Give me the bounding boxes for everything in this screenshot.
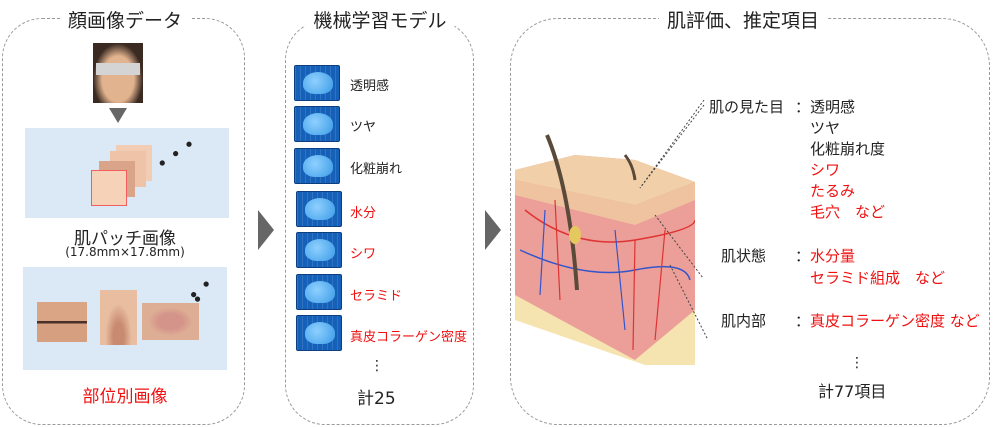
- appearance-colon: ：: [795, 98, 811, 116]
- skin-patch-box: • • •: [25, 128, 229, 218]
- leader-lines: [639, 100, 709, 341]
- model-total: 計25: [357, 389, 396, 409]
- appearance-item: 毛穴 など: [810, 203, 886, 221]
- patch-size: (17.8mm×17.8mm): [65, 245, 185, 259]
- model-label: 透明感: [350, 79, 390, 94]
- more-dots: • • •: [152, 133, 201, 176]
- skin-patch: [91, 170, 127, 206]
- appearance-item: シワ: [810, 161, 841, 179]
- skin-cross-section-illustration: [515, 134, 695, 365]
- eye-image: [37, 302, 87, 342]
- ml-model-title: 機械学習モデル: [305, 6, 455, 33]
- interior-label: 肌内部: [721, 312, 767, 330]
- condition-item: セラミド組成 など: [810, 269, 946, 287]
- brain-icon: [294, 148, 340, 184]
- right-arrow-icon: [258, 210, 274, 250]
- region-image-box: • • •: [23, 267, 227, 370]
- appearance-item: 化粧崩れ度: [810, 140, 886, 158]
- model-label: 真皮コラーゲン密度: [350, 330, 468, 345]
- right-arrow-icon: [485, 210, 501, 250]
- eye-mask: [96, 63, 140, 75]
- face-photo: [93, 43, 143, 103]
- evaluation-total: 計77項目: [818, 382, 887, 401]
- appearance-label: 肌の見た目: [709, 98, 785, 116]
- condition-label: 肌状態: [721, 247, 767, 265]
- interior-colon: ：: [795, 312, 811, 330]
- down-arrow-icon: [109, 108, 127, 123]
- region-label: 部位別画像: [82, 387, 168, 407]
- condition-colon: ：: [795, 247, 811, 265]
- model-label: 化粧崩れ: [350, 162, 403, 177]
- appearance-item: たるみ: [810, 182, 856, 200]
- brain-icon: [294, 106, 340, 142]
- appearance-item: 透明感: [810, 98, 856, 116]
- model-label: シワ: [350, 247, 377, 262]
- model-ellipsis: ⋮: [370, 358, 384, 374]
- model-label: セラミド: [350, 289, 403, 304]
- lips-image: [142, 303, 199, 340]
- skin-evaluation-title: 肌評価、推定項目: [658, 6, 828, 33]
- evaluation-ellipsis: ⋮: [850, 355, 864, 371]
- brain-icon: [296, 191, 342, 227]
- condition-item: 水分量: [810, 247, 856, 265]
- brain-icon: [296, 315, 342, 351]
- model-label: ツヤ: [350, 120, 377, 135]
- nose-image: [100, 290, 137, 345]
- brain-icon: [296, 232, 342, 268]
- more-dots: • • •: [183, 273, 218, 312]
- brain-icon: [296, 274, 342, 310]
- appearance-item: ツヤ: [810, 119, 841, 137]
- interior-item: 真皮コラーゲン密度 など: [810, 312, 980, 330]
- patch-label: 肌パッチ画像: [74, 229, 176, 249]
- model-label: 水分: [350, 206, 377, 221]
- brain-icon: [294, 65, 340, 101]
- face-image-title: 顔画像データ: [59, 6, 191, 33]
